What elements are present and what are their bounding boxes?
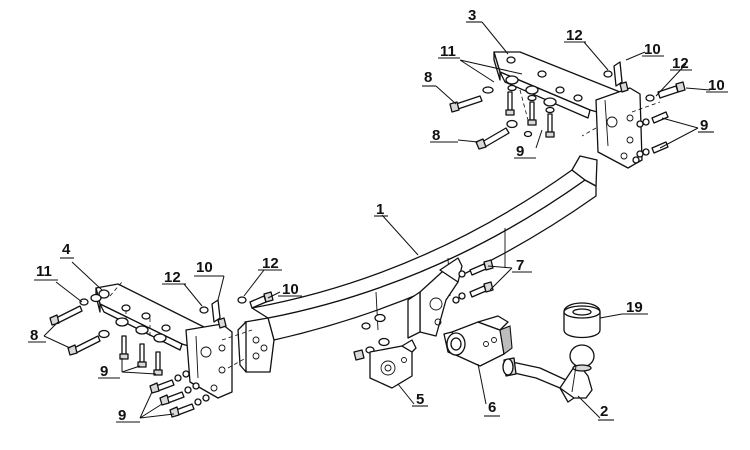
callout-10-top-left: 10	[644, 41, 661, 58]
callout-8-right-top: 8	[424, 69, 432, 86]
center-mount	[353, 257, 494, 361]
callout-6: 6	[488, 399, 496, 416]
callout-11-left: 11	[36, 263, 52, 280]
callout-12-left-right: 12	[262, 255, 279, 272]
tow-ball-neck	[502, 344, 595, 403]
callout-9-left-upper: 9	[100, 363, 108, 380]
callout-12-top-right: 12	[672, 55, 689, 72]
callout-9-left-lower: 9	[118, 407, 126, 424]
callout-3: 3	[468, 7, 476, 24]
callout-10-left: 10	[196, 259, 213, 276]
callout-8-right-bottom: 8	[432, 127, 440, 144]
right-bracket	[493, 51, 643, 169]
cross-beam	[237, 155, 598, 373]
callout-11-right: 11	[440, 43, 456, 60]
ball-cover	[563, 302, 601, 339]
assembly-lines	[109, 89, 661, 369]
callout-12-left: 12	[164, 269, 181, 286]
callout-10-left-right: 10	[282, 281, 299, 298]
socket-bracket	[369, 339, 417, 389]
callout-19: 19	[626, 299, 643, 316]
callout-12-top-left: 12	[566, 27, 583, 44]
right-fasteners	[449, 61, 686, 164]
callout-7: 7	[516, 257, 524, 274]
electrical-socket	[443, 315, 513, 367]
callout-9-right: 9	[700, 117, 708, 134]
callout-8-left: 8	[30, 327, 38, 344]
leader-lines	[43, 21, 711, 419]
callout-2: 2	[600, 403, 608, 420]
callout-5: 5	[416, 391, 424, 408]
left-fasteners	[49, 291, 274, 418]
callout-9-right-center: 9	[516, 143, 524, 160]
callout-labels: 1 3 4 12 10 12 10 11 8 8 9 9 7 11 8 9 9	[28, 7, 728, 424]
callout-1: 1	[376, 201, 384, 218]
callout-10-top-right: 10	[708, 77, 725, 94]
callout-4: 4	[62, 241, 71, 258]
